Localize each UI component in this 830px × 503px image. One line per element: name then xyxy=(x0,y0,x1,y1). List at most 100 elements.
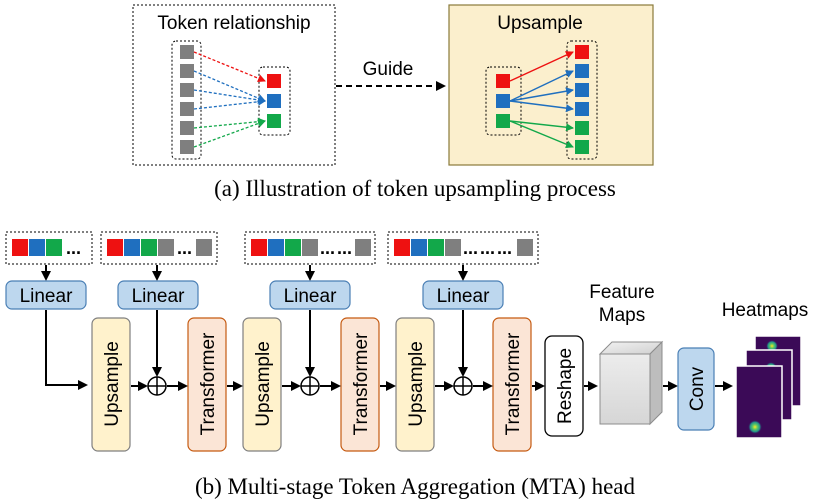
conv-label: Conv xyxy=(687,366,708,411)
reshape-block: Reshape xyxy=(544,335,584,437)
gray-token-2 xyxy=(180,64,194,78)
source-token-group xyxy=(485,66,522,136)
linear-4-label: Linear xyxy=(437,286,490,307)
feature-maps-label-line1: Feature xyxy=(589,282,654,303)
sum-node-2 xyxy=(300,376,320,396)
sum-node-1 xyxy=(147,376,167,396)
transformer-block-3: Transformer xyxy=(492,317,532,452)
upsample-arrow-green-6 xyxy=(509,120,574,149)
transformer-block-2: Transformer xyxy=(340,317,380,452)
seq3-token-red xyxy=(251,239,267,256)
upsample-arrow-blue-2 xyxy=(509,70,574,102)
upsampled-token-green-5 xyxy=(575,121,589,135)
guide-arrow: Guide xyxy=(336,59,446,91)
token-sequence-1: ... xyxy=(5,231,93,265)
guide-label: Guide xyxy=(363,59,414,80)
seq4-ellipsis-2: ... xyxy=(480,238,495,258)
seq1-token-green xyxy=(46,239,62,256)
seq1-ellipsis: ... xyxy=(66,238,81,258)
relation-line-blue-4 xyxy=(193,97,266,110)
upsample-arrow-blue-4 xyxy=(509,100,574,113)
upsample-block-1: Upsample xyxy=(91,317,131,452)
token-relationship-lines xyxy=(193,51,266,148)
seq3-ellipsis-1: ... xyxy=(320,238,335,258)
seq2-token-blue xyxy=(124,239,140,256)
token-relationship-title: Token relationship xyxy=(157,13,310,34)
sum-node-3 xyxy=(453,376,473,396)
seq4-token-green xyxy=(428,239,444,256)
upsampled-token-red-1 xyxy=(575,45,589,59)
heatmaps-stack xyxy=(735,335,802,439)
upsample-block-3: Upsample xyxy=(395,317,435,452)
upsample-panel-title: Upsample xyxy=(497,13,583,34)
seq2-token-red xyxy=(107,239,123,256)
seq2-token-green xyxy=(141,239,157,256)
conv-block: Conv xyxy=(677,347,715,431)
gray-token-3 xyxy=(180,83,194,97)
seq2-ellipsis: ... xyxy=(177,238,192,258)
seq3-token-green xyxy=(285,239,301,256)
relation-line-blue-3 xyxy=(193,89,266,104)
upsampled-token-blue-3 xyxy=(575,83,589,97)
linear-4: Linear xyxy=(422,280,504,310)
seq4-ellipsis-1: ... xyxy=(463,238,478,258)
upsample-3-label: Upsample xyxy=(406,341,427,427)
token-relationship-frame xyxy=(132,4,336,166)
gray-token-5 xyxy=(180,121,194,135)
relation-line-blue-2 xyxy=(193,70,266,102)
upsample-arrow-blue-3 xyxy=(509,87,574,102)
upsampled-token-blue-4 xyxy=(575,102,589,116)
relation-line-green-5 xyxy=(193,117,266,129)
relation-line-green-6 xyxy=(193,119,266,148)
feature-maps-label-line2: Maps xyxy=(599,305,645,326)
upsampled-token-blue-2 xyxy=(575,64,589,78)
upsample-block-2: Upsample xyxy=(242,317,282,452)
caption-a: (a) Illustration of token upsampling pro… xyxy=(214,176,616,201)
seq2-token-gray-last xyxy=(196,239,212,256)
seq4-token-red xyxy=(394,239,410,256)
relation-line-red-1 xyxy=(193,51,266,83)
caption-b: (b) Multi-stage Token Aggregation (MTA) … xyxy=(195,474,636,499)
linear-1-label: Linear xyxy=(20,286,73,307)
arrow-linear1-upsample1 xyxy=(45,310,88,390)
transformer-1-label: Transformer xyxy=(198,332,219,435)
seq4-token-gray xyxy=(445,239,461,256)
seq3-token-blue xyxy=(268,239,284,256)
token-green xyxy=(267,114,281,128)
seq4-token-gray-last xyxy=(517,239,533,256)
upsampled-token-green-6 xyxy=(575,140,589,154)
heatmaps-label: Heatmaps xyxy=(722,300,809,321)
linear-3: Linear xyxy=(269,280,351,310)
token-sequence-4: ... ... ... xyxy=(387,231,539,265)
gray-token-1 xyxy=(180,45,194,59)
seq1-token-blue xyxy=(29,239,45,256)
source-token-green xyxy=(496,114,510,128)
source-token-blue xyxy=(496,94,510,108)
upsample-panel: Upsample xyxy=(448,4,654,166)
token-relationship-panel: Token relationship xyxy=(132,4,336,166)
token-blue xyxy=(267,94,281,108)
seq4-token-blue xyxy=(411,239,427,256)
seq3-token-gray xyxy=(302,239,318,256)
linear-2: Linear xyxy=(117,280,199,310)
transformer-block-1: Transformer xyxy=(187,317,227,452)
transformer-2-label: Transformer xyxy=(351,332,372,435)
gray-token-column xyxy=(180,45,194,154)
transformer-3-label: Transformer xyxy=(503,332,524,435)
feature-maps-cube xyxy=(598,340,664,426)
linear-2-label: Linear xyxy=(132,286,185,307)
linear-1: Linear xyxy=(5,280,87,310)
upsample-arrows xyxy=(509,51,574,149)
token-red xyxy=(267,74,281,88)
gray-token-6 xyxy=(180,140,194,154)
seq3-ellipsis-2: ... xyxy=(337,238,352,258)
upsample-2-label: Upsample xyxy=(253,341,274,427)
source-token-red xyxy=(496,74,510,88)
upsampled-token-column xyxy=(575,45,589,154)
token-sequence-2: ... xyxy=(100,231,218,265)
linear-3-label: Linear xyxy=(284,286,337,307)
token-sequence-3: ... ... xyxy=(244,231,376,265)
upsample-arrow-green-5 xyxy=(509,120,574,132)
seq2-token-gray xyxy=(158,239,174,256)
